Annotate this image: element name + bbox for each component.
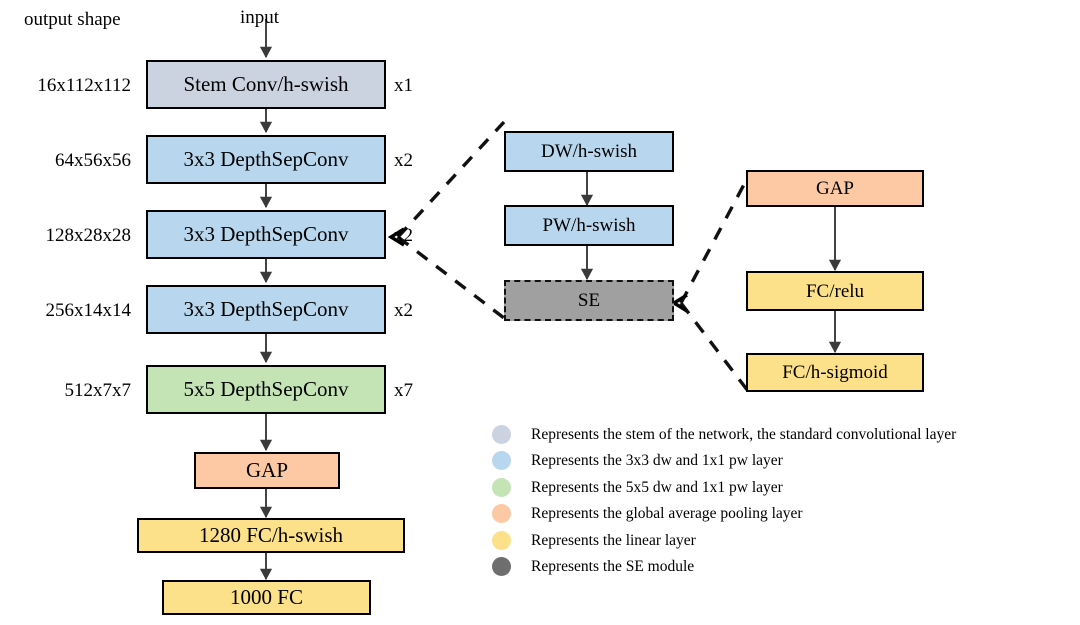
shape-label-stage-2: 64x56x56 bbox=[55, 150, 131, 171]
output-shape-header: output shape bbox=[24, 9, 121, 30]
stage-box-stem[interactable]: Stem Conv/h-swish bbox=[146, 60, 386, 109]
stage-box-dsc-64[interactable]: 3x3 DepthSepConv bbox=[146, 135, 386, 184]
stage-multiplier-4: x2 bbox=[394, 300, 413, 321]
legend-item-linear: Represents the linear layer bbox=[492, 527, 1072, 554]
stage-multiplier-1: x1 bbox=[394, 75, 413, 96]
stage-multiplier-5: x7 bbox=[394, 380, 413, 401]
shape-label-stage-4: 256x14x14 bbox=[45, 300, 132, 321]
legend-label-linear: Represents the linear layer bbox=[531, 531, 696, 549]
stage-box-dsc-128[interactable]: 3x3 DepthSepConv bbox=[146, 210, 386, 259]
expand-fan-se-tip bbox=[670, 293, 688, 313]
input-label: input bbox=[240, 7, 280, 28]
legend-item-stem: Represents the stem of the network, the … bbox=[492, 421, 1072, 448]
stage-box-dsc-256[interactable]: 3x3 DepthSepConv bbox=[146, 285, 386, 334]
head-box-fc-1000[interactable]: 1000 FC bbox=[162, 580, 371, 615]
shape-label-stage-5: 512x7x7 bbox=[64, 380, 132, 401]
legend: Represents the stem of the network, the … bbox=[492, 421, 1072, 580]
stage-multiplier-3: x2 bbox=[394, 225, 413, 246]
legend-item-dw5x5: Represents the 5x5 dw and 1x1 pw layer bbox=[492, 474, 1072, 501]
stage-box-dsc-512[interactable]: 5x5 DepthSepConv bbox=[146, 365, 386, 414]
head-box-fc-1280[interactable]: 1280 FC/h-swish bbox=[137, 518, 405, 553]
legend-item-gap: Represents the global average pooling la… bbox=[492, 501, 1072, 528]
legend-item-se: Represents the SE module bbox=[492, 554, 1072, 581]
legend-label-gap: Represents the global average pooling la… bbox=[531, 505, 803, 522]
se-detail-box-fc-relu[interactable]: FC/relu bbox=[746, 271, 924, 311]
legend-swatch-se-icon bbox=[492, 557, 511, 577]
expand-fan-block bbox=[396, 120, 506, 320]
legend-label-dw5x5: Represents the 5x5 dw and 1x1 pw layer bbox=[531, 478, 783, 496]
legend-label-se: Represents the SE module bbox=[531, 558, 695, 575]
se-detail-box-fc-hsigmoid[interactable]: FC/h-sigmoid bbox=[746, 353, 924, 392]
legend-item-dw3x3: Represents the 3x3 dw and 1x1 pw layer bbox=[492, 448, 1072, 475]
stage-multiplier-2: x2 bbox=[394, 150, 413, 171]
head-box-gap[interactable]: GAP bbox=[194, 452, 340, 489]
expand-fan-se bbox=[679, 176, 750, 393]
legend-swatch-linear-icon bbox=[492, 530, 511, 550]
legend-label-dw3x3: Represents the 3x3 dw and 1x1 pw layer bbox=[531, 452, 783, 469]
legend-swatch-dw5x5-icon bbox=[492, 477, 511, 497]
legend-label-stem: Represents the stem of the network, the … bbox=[531, 425, 957, 443]
block-detail-box-dw[interactable]: DW/h-swish bbox=[504, 131, 674, 172]
legend-swatch-dw3x3-icon bbox=[492, 451, 511, 471]
legend-swatch-gap-icon bbox=[492, 504, 511, 524]
block-detail-box-pw[interactable]: PW/h-swish bbox=[504, 205, 674, 246]
legend-swatch-stem-icon bbox=[492, 424, 511, 444]
shape-label-stage-1: 16x112x112 bbox=[37, 75, 131, 96]
shape-label-stage-3: 128x28x28 bbox=[45, 225, 132, 246]
block-detail-box-se[interactable]: SE bbox=[504, 280, 674, 321]
se-detail-box-gap[interactable]: GAP bbox=[746, 170, 924, 207]
